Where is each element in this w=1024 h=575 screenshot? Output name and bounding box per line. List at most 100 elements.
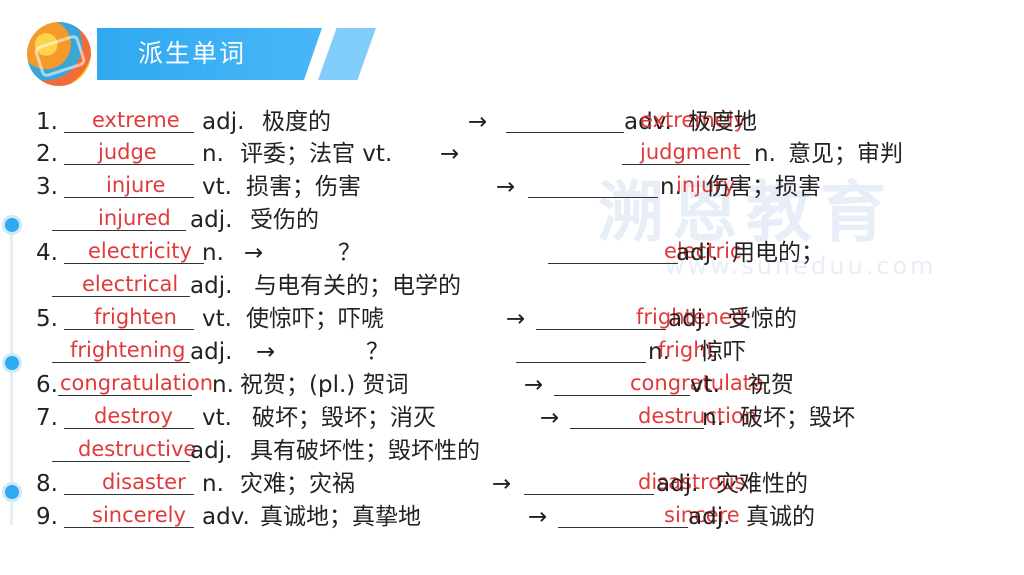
word-meaning: 灾难；灾祸: [240, 471, 355, 497]
arrow-icon: →: [468, 109, 488, 135]
answer-word: electricity: [88, 239, 192, 263]
header-banner: [97, 28, 322, 80]
answer-word: disastrous: [638, 470, 746, 494]
row-number: 8.: [36, 471, 58, 497]
answer-blank: [64, 329, 194, 330]
timeline-dot-icon: [2, 215, 22, 235]
timeline-dot-icon: [2, 482, 22, 502]
part-of-speech: vt.: [202, 174, 232, 200]
answer-blank: [554, 395, 690, 396]
word-meaning: 祝贺；(pl.) 贺词: [240, 372, 409, 398]
header-accent-stripe: [318, 28, 376, 80]
answer-blank: [64, 494, 194, 495]
part-of-speech: n.: [702, 405, 724, 431]
row-number: 1.: [36, 109, 58, 135]
answer-word: sincerely: [92, 503, 186, 527]
answer-word: electrical: [82, 272, 179, 296]
answer-blank: [524, 494, 654, 495]
answer-blank: [506, 132, 624, 133]
part-of-speech: adv.: [624, 109, 672, 135]
word-meaning: 极度地: [688, 109, 757, 135]
answer-blank: [548, 263, 678, 264]
answer-blank: [64, 263, 204, 264]
part-of-speech: adj.: [676, 240, 719, 266]
word-meaning: 具有破坏性；毁坏性的: [250, 438, 480, 464]
arrow-icon: →: [256, 339, 276, 365]
answer-word: frightened: [636, 305, 746, 329]
placeholder-mark: ？: [338, 240, 361, 266]
answer-word: sincere: [664, 503, 740, 527]
answer-blank: [64, 527, 194, 528]
answer-blank: [516, 362, 646, 363]
arrow-icon: →: [540, 405, 560, 431]
part-of-speech: adj.: [688, 504, 731, 530]
part-of-speech: vt.: [202, 306, 232, 332]
row-number: 6.: [36, 372, 58, 398]
part-of-speech: adj.: [202, 109, 245, 135]
word-meaning: 破坏；毁坏；消灭: [252, 405, 436, 431]
answer-word: injured: [98, 206, 171, 230]
answer-word: injure: [106, 173, 166, 197]
answer-word: frighten: [94, 305, 177, 329]
answer-blank: [64, 164, 194, 165]
word-meaning: 伤害；损害: [706, 174, 821, 200]
word-meaning: 祝贺: [748, 372, 794, 398]
word-meaning: 真诚地；真挚地: [260, 504, 421, 530]
word-meaning: 真诚的: [746, 504, 815, 530]
part-of-speech: vt.: [690, 372, 720, 398]
watermark-brand: 溯恩教育: [598, 174, 894, 251]
part-of-speech: adj.: [668, 306, 711, 332]
answer-word: extremely: [640, 108, 746, 132]
row-number: 3.: [36, 174, 58, 200]
part-of-speech: n.: [202, 471, 224, 497]
word-meaning: 评委；法官 vt.: [240, 141, 393, 167]
arrow-icon: →: [524, 372, 544, 398]
answer-word: congratulate: [630, 371, 764, 395]
answer-blank: [52, 296, 190, 297]
row-number: 5.: [36, 306, 58, 332]
part-of-speech: adj.: [190, 207, 233, 233]
arrow-icon: →: [492, 471, 512, 497]
word-meaning: 受惊的: [728, 306, 797, 332]
arrow-icon: →: [244, 240, 264, 266]
part-of-speech: adj.: [190, 273, 233, 299]
answer-blank: [52, 362, 190, 363]
timeline-dot-icon: [2, 353, 22, 373]
answer-word: disaster: [102, 470, 186, 494]
answer-blank: [528, 197, 658, 198]
part-of-speech: n.: [660, 174, 682, 200]
arrow-icon: →: [496, 174, 516, 200]
answer-word: injury: [676, 173, 736, 197]
word-meaning: 与电有关的；电学的: [254, 273, 461, 299]
answer-blank: [622, 164, 750, 165]
answer-blank: [536, 329, 666, 330]
answer-blank: [558, 527, 688, 528]
word-meaning: 破坏；毁坏: [740, 405, 855, 431]
arrow-icon: →: [506, 306, 526, 332]
answer-blank: [570, 428, 704, 429]
part-of-speech: n.: [754, 141, 776, 167]
answer-word: electric: [664, 239, 742, 263]
part-of-speech: adj.: [190, 438, 233, 464]
row-number: 2.: [36, 141, 58, 167]
row-number: 7.: [36, 405, 58, 431]
part-of-speech: vt.: [202, 405, 232, 431]
placeholder-mark: ？: [366, 339, 389, 365]
answer-blank: [58, 395, 192, 396]
word-meaning: 损害；伤害: [246, 174, 361, 200]
watermark-url: www.suneduu.com: [665, 252, 937, 280]
word-meaning: 灾难性的: [716, 471, 808, 497]
part-of-speech: adj.: [190, 339, 233, 365]
answer-blank: [64, 132, 194, 133]
answer-blank: [64, 197, 194, 198]
answer-blank: [52, 230, 186, 231]
answer-word: judge: [98, 140, 157, 164]
row-number: 9.: [36, 504, 58, 530]
answer-word: destroy: [94, 404, 173, 428]
header-logo-image: [27, 22, 91, 86]
part-of-speech: adv.: [202, 504, 250, 530]
answer-blank: [52, 461, 190, 462]
part-of-speech: adj.: [656, 471, 699, 497]
word-meaning: 用电的；: [732, 240, 824, 266]
arrow-icon: →: [440, 141, 460, 167]
